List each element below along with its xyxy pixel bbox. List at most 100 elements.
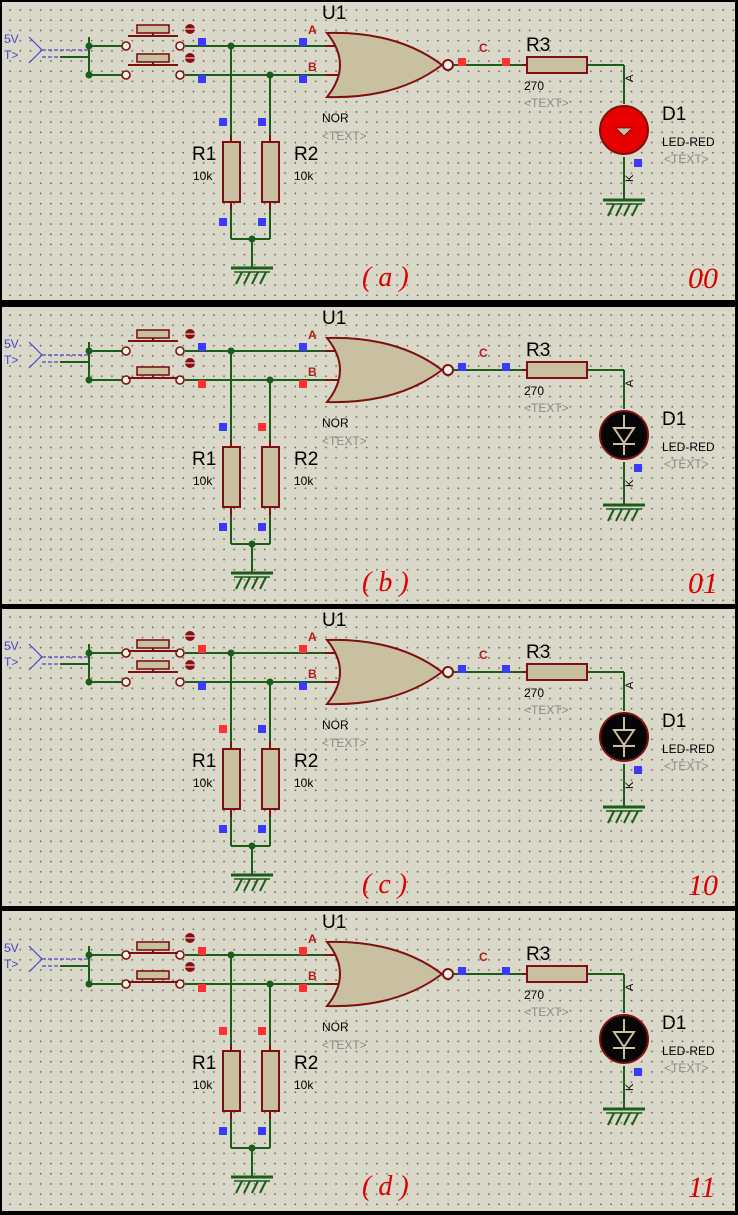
- led-d1: [599, 410, 649, 460]
- r2-ref-label: R2: [294, 751, 319, 772]
- panel-caption: ( a ): [362, 262, 409, 293]
- r3-ref-label: R3: [526, 35, 551, 56]
- gate-ref-label: U1: [322, 610, 347, 631]
- resistor-r3: [522, 361, 588, 379]
- r2-ref-label: R2: [294, 1053, 319, 1074]
- push-button-a: [121, 329, 195, 356]
- led-ref-label: D1: [662, 711, 687, 732]
- source-voltage-label: 5V: [4, 337, 19, 351]
- gate-pin-b-label: B: [308, 60, 317, 74]
- source-text-label: T>: [4, 48, 19, 62]
- gate-pin-b-label: B: [308, 969, 317, 983]
- led-pin-a-label: A: [624, 983, 636, 991]
- nor-gate-u1: [324, 638, 454, 706]
- gate-pin-b-label: B: [308, 365, 317, 379]
- resistor-r2: [261, 1044, 280, 1119]
- ground-symbol-right: [603, 805, 645, 824]
- circuit-panel-3: 5V T> U1 A B C NOR <TEXT> R1 10k R2 10k …: [2, 609, 735, 906]
- gate-text-placeholder: <TEXT>: [322, 736, 367, 750]
- circuit-schematic: [28, 631, 649, 892]
- logic-probes: [198, 343, 642, 531]
- push-button-a: [121, 631, 195, 658]
- push-button-a: [121, 933, 195, 960]
- led-text-placeholder: <TEXT>: [664, 1061, 709, 1075]
- wire-junctions: [85, 42, 274, 243]
- led-pin-k-label: K: [624, 1083, 636, 1091]
- r1-value-label: 10k: [193, 1078, 213, 1092]
- r3-value-label: 270: [524, 686, 545, 700]
- r1-ref-label: R1: [192, 1053, 217, 1074]
- circuit-panel-2: 5V T> U1 A B C NOR <TEXT> R1 10k R2 10k …: [2, 307, 735, 604]
- gate-pin-a-label: A: [308, 932, 317, 946]
- led-ref-label: D1: [662, 409, 687, 430]
- r1-value-label: 10k: [193, 474, 213, 488]
- logic-probes: [198, 947, 642, 1135]
- r1-ref-label: R1: [192, 144, 217, 165]
- led-ref-label: D1: [662, 104, 687, 125]
- led-d1: [599, 1014, 649, 1064]
- ground-symbol-right: [603, 198, 645, 217]
- r1-ref-label: R1: [192, 449, 217, 470]
- source-text-label: T>: [4, 957, 19, 971]
- led-pin-k-label: K: [624, 781, 636, 789]
- r3-ref-label: R3: [526, 944, 551, 965]
- resistor-r1: [222, 742, 241, 817]
- push-button-b: [121, 962, 195, 989]
- gate-pin-c-label: C: [479, 648, 488, 662]
- resistor-r1: [222, 1044, 241, 1119]
- gate-text-placeholder: <TEXT>: [322, 434, 367, 448]
- led-pin-k-label: K: [624, 174, 636, 182]
- input-code-label: 00: [688, 262, 718, 295]
- r3-text-placeholder: <TEXT>: [524, 1005, 569, 1019]
- led-type-label: LED-RED: [662, 440, 715, 454]
- circuit-panel-1: 5V T> U1 A B C NOR <TEXT> R1 10k R2 10k …: [2, 2, 735, 300]
- ground-symbol-left: [231, 1175, 273, 1194]
- nor-gate-u1: [324, 336, 454, 404]
- ground-symbol-right: [603, 1107, 645, 1126]
- push-button-b: [121, 660, 195, 687]
- gate-type-label: NOR: [322, 416, 349, 430]
- input-code-label: 10: [688, 869, 718, 902]
- gate-pin-a-label: A: [308, 23, 317, 37]
- ground-symbol-right: [603, 503, 645, 522]
- led-ref-label: D1: [662, 1013, 687, 1034]
- r1-value-label: 10k: [193, 776, 213, 790]
- led-text-placeholder: <TEXT>: [664, 457, 709, 471]
- circuit-panel-4: 5V T> U1 A B C NOR <TEXT> R1 10k R2 10k …: [2, 911, 735, 1211]
- resistor-r2: [261, 135, 280, 210]
- gate-pin-b-label: B: [308, 667, 317, 681]
- input-code-label: 01: [688, 567, 718, 600]
- r3-ref-label: R3: [526, 340, 551, 361]
- led-pin-a-label: A: [624, 681, 636, 689]
- resistor-r3: [522, 663, 588, 681]
- push-button-b: [121, 358, 195, 385]
- source-voltage-label: 5V: [4, 32, 19, 46]
- resistor-r2: [261, 440, 280, 515]
- gate-ref-label: U1: [322, 3, 347, 24]
- led-text-placeholder: <TEXT>: [664, 152, 709, 166]
- r1-ref-label: R1: [192, 751, 217, 772]
- source-voltage-label: 5V: [4, 639, 19, 653]
- power-source-terminal: [28, 36, 89, 64]
- r3-text-placeholder: <TEXT>: [524, 401, 569, 415]
- r3-ref-label: R3: [526, 642, 551, 663]
- r2-value-label: 10k: [294, 776, 314, 790]
- power-source-terminal: [28, 341, 89, 369]
- power-source-terminal: [28, 945, 89, 973]
- gate-ref-label: U1: [322, 912, 347, 933]
- led-pin-a-label: A: [624, 74, 636, 82]
- panel-caption: ( c ): [362, 869, 408, 900]
- gate-type-label: NOR: [322, 1020, 349, 1034]
- r2-ref-label: R2: [294, 449, 319, 470]
- r3-value-label: 270: [524, 384, 545, 398]
- gate-pin-a-label: A: [308, 630, 317, 644]
- led-text-placeholder: <TEXT>: [664, 759, 709, 773]
- r3-text-placeholder: <TEXT>: [524, 703, 569, 717]
- resistor-r3: [522, 965, 588, 983]
- circuit-wires: [60, 37, 625, 268]
- gate-pin-a-label: A: [308, 328, 317, 342]
- push-button-a: [121, 24, 195, 51]
- led-d1: [599, 105, 649, 155]
- source-text-label: T>: [4, 353, 19, 367]
- push-button-b: [121, 53, 195, 80]
